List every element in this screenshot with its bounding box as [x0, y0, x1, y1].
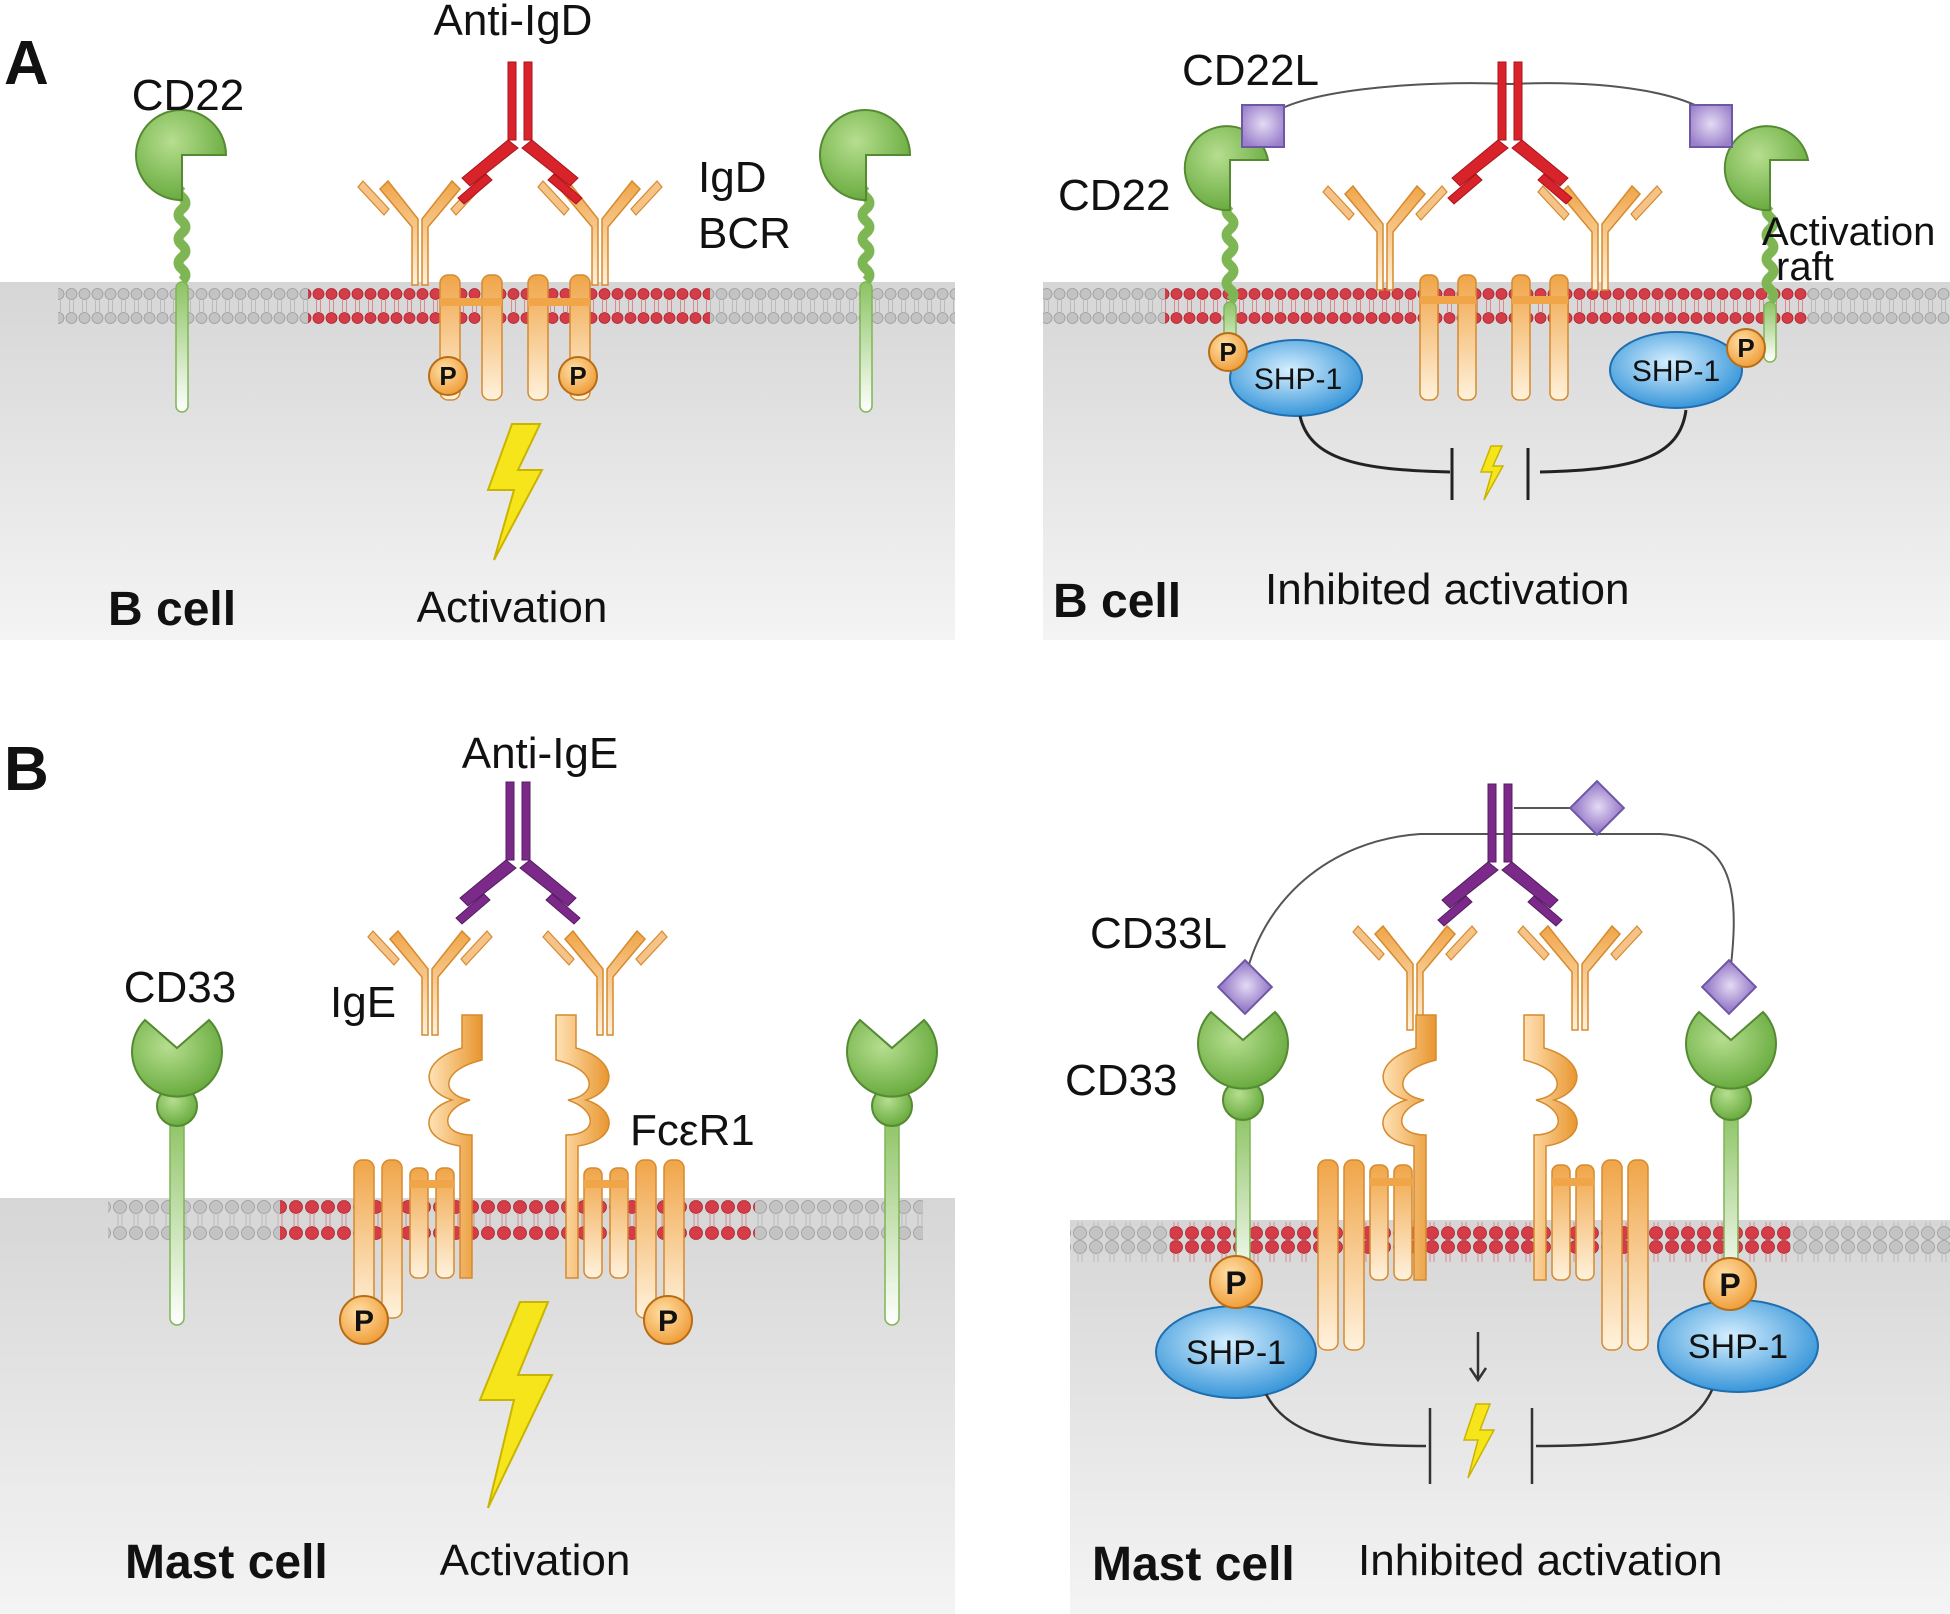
- cd33l-ligand: [1700, 958, 1758, 1016]
- svg-text:P: P: [1225, 1265, 1246, 1301]
- cd22l-label: CD22L: [1182, 46, 1319, 95]
- inhibited-bolt: [1462, 1403, 1496, 1479]
- inhibition-arc: [1298, 409, 1688, 500]
- cell-type-label: Mast cell: [125, 1536, 328, 1589]
- shp1-enzyme: SHP-1: [1609, 331, 1743, 409]
- cd22-label: CD22: [132, 71, 245, 120]
- shp1-enzyme: SHP-1: [1229, 339, 1363, 417]
- fceri-receptor-right: [555, 1014, 685, 1319]
- cd33-receptor: [1685, 1010, 1777, 1291]
- cd33l-ligand: [1568, 779, 1626, 837]
- fceri-receptor-right: [1523, 1014, 1649, 1351]
- anti-ige-label: Anti-IgE: [462, 729, 619, 778]
- membrane-lipid: [1790, 1222, 1950, 1262]
- svg-text:P: P: [658, 1305, 678, 1338]
- shp1-enzyme: SHP-1: [1657, 1299, 1819, 1393]
- fceri-receptor-left: [1317, 1014, 1437, 1351]
- phospho-site: P: [1703, 1257, 1757, 1311]
- phospho-site: P: [1726, 328, 1766, 368]
- fceri-label: FcεR1: [630, 1106, 755, 1155]
- bcr-label: BCR: [698, 209, 791, 258]
- phospho-site: P: [1208, 332, 1248, 372]
- inhibited-activation-label: Inhibited activation: [1358, 1536, 1722, 1585]
- ige-label: IgE: [330, 978, 396, 1027]
- activation-bolt: [478, 1301, 554, 1509]
- shp1-enzyme: SHP-1: [1155, 1305, 1317, 1399]
- ige-antibody: [1352, 925, 1478, 1031]
- panel-letter-a: A: [4, 29, 49, 98]
- raft-label: raft: [1776, 245, 1834, 289]
- activation-label: Activation: [440, 1536, 631, 1585]
- phospho-site: P: [643, 1295, 693, 1345]
- anti-ige-antibody: [1437, 783, 1563, 927]
- inhibited-bolt: [1479, 445, 1505, 501]
- svg-text:SHP-1: SHP-1: [1254, 363, 1342, 396]
- cd33-receptor: [1197, 1010, 1289, 1291]
- svg-text:P: P: [354, 1305, 374, 1338]
- svg-text:P: P: [1737, 333, 1754, 363]
- igd-bcr-left: [1322, 185, 1477, 401]
- phospho-site: P: [1209, 1255, 1263, 1309]
- igd-label: IgD: [698, 153, 766, 202]
- ligand-tether: [1243, 833, 1735, 991]
- cell-type-label: B cell: [108, 583, 236, 636]
- cd22l-ligand: [1689, 104, 1733, 148]
- svg-text:P: P: [1719, 1267, 1740, 1303]
- panel-b-left: P P Anti-IgE CD33 IgE FcεR1 Activation M…: [0, 729, 955, 1614]
- cd22-receptor: [135, 109, 228, 413]
- cd33-receptor: [846, 1018, 938, 1326]
- cd22-receptor: [819, 109, 912, 413]
- membrane-lipid: [1808, 288, 1950, 324]
- cd33-receptor: [131, 1018, 223, 1326]
- fceri-receptor-left: [353, 1014, 483, 1319]
- activation-label: Activation: [417, 583, 608, 632]
- cd22-label: CD22: [1058, 171, 1171, 220]
- activation-raft-label: Activation: [1762, 210, 1935, 254]
- cd33l-label: CD33L: [1090, 909, 1227, 958]
- panel-letter-b: B: [4, 735, 49, 804]
- activation-bolt: [486, 423, 544, 561]
- anti-igd-label: Anti-IgD: [434, 0, 593, 45]
- phospho-site: P: [339, 1295, 389, 1345]
- panel-a-right: SHP-1 SHP-1 P P CD22L CD22 Activation ra…: [1043, 46, 1950, 640]
- cytoplasm: [0, 1198, 955, 1614]
- lipid-raft: [1165, 288, 1808, 324]
- cd33-label: CD33: [1065, 1056, 1178, 1105]
- lipid-raft: [1170, 1222, 1790, 1262]
- svg-text:SHP-1: SHP-1: [1632, 355, 1720, 388]
- svg-text:P: P: [569, 361, 586, 391]
- svg-text:P: P: [1219, 337, 1236, 367]
- cd22l-ligand: [1241, 104, 1285, 148]
- panel-a-left: P P Anti-IgD CD22 IgD BCR Activation B c…: [0, 0, 955, 640]
- membrane-lipid: [710, 288, 955, 324]
- cytoplasm: [0, 282, 955, 640]
- cytoplasm: [1043, 282, 1950, 640]
- anti-ige-antibody: [455, 781, 581, 925]
- membrane-lipid: [1070, 1222, 1170, 1262]
- svg-text:SHP-1: SHP-1: [1688, 1328, 1788, 1366]
- inhibited-activation-label: Inhibited activation: [1265, 565, 1629, 614]
- cd33-label: CD33: [124, 963, 237, 1012]
- inhibition-arc: [1264, 1332, 1714, 1484]
- lipid-raft: [308, 288, 710, 324]
- panel-b-right: SHP-1 SHP-1 P P CD33L CD33 Inhibited act…: [1065, 779, 1950, 1614]
- phospho-site: P: [428, 356, 468, 396]
- ligand-tether: [1264, 82, 1726, 129]
- cd33l-ligand: [1216, 958, 1274, 1016]
- cell-type-label: Mast cell: [1092, 1538, 1295, 1591]
- igd-bcr-right: [1511, 185, 1663, 401]
- anti-igd-antibody: [457, 61, 583, 205]
- phospho-site: P: [558, 356, 598, 396]
- cd22-receptor: [1723, 125, 1810, 363]
- cell-type-label: B cell: [1053, 575, 1181, 628]
- membrane-lipid: [1043, 288, 1165, 324]
- svg-text:SHP-1: SHP-1: [1186, 1334, 1286, 1372]
- membrane-lipid: [108, 1200, 280, 1240]
- svg-text:P: P: [439, 361, 456, 391]
